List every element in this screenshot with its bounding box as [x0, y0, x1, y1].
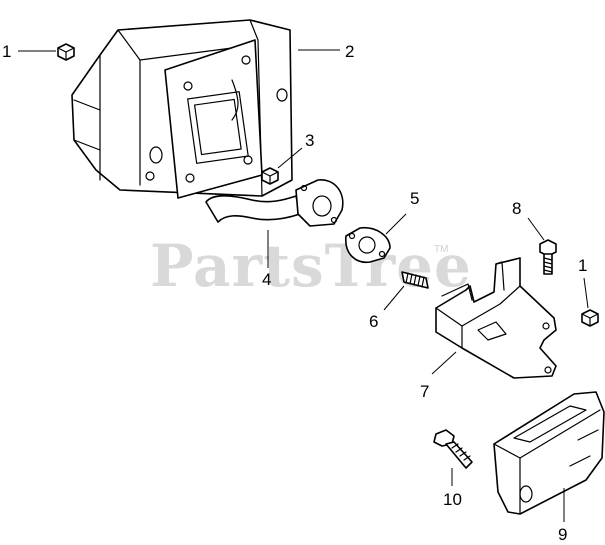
- callout-10: 10: [443, 490, 462, 509]
- callout-1-left: 1: [2, 42, 11, 61]
- part-stud[interactable]: [401, 271, 429, 289]
- leader-lines: [18, 49, 589, 522]
- callout-1-right: 1: [578, 256, 587, 275]
- part-gasket[interactable]: [345, 226, 391, 263]
- callout-5: 5: [410, 189, 419, 208]
- callout-9: 9: [558, 525, 567, 544]
- part-bolt-long[interactable]: [433, 429, 473, 469]
- watermark-trademark: TM: [434, 244, 449, 255]
- callout-labels: 1 2 3 4 5 6 7 8 1 10 9: [2, 42, 587, 544]
- callout-6: 6: [369, 312, 378, 331]
- part-bracket[interactable]: [435, 257, 557, 379]
- callout-7: 7: [420, 382, 429, 401]
- part-nut-left[interactable]: [57, 43, 75, 61]
- callout-8: 8: [512, 199, 521, 218]
- callout-4: 4: [262, 270, 271, 289]
- part-muffler[interactable]: [71, 19, 293, 199]
- part-nut-center[interactable]: [261, 167, 279, 185]
- callout-2: 2: [345, 42, 354, 61]
- part-bolt-small[interactable]: [539, 239, 557, 275]
- callout-3: 3: [305, 131, 314, 150]
- part-exhaust-pipe[interactable]: [205, 179, 344, 227]
- part-nut-right[interactable]: [581, 309, 599, 327]
- part-heat-shield[interactable]: [493, 391, 605, 515]
